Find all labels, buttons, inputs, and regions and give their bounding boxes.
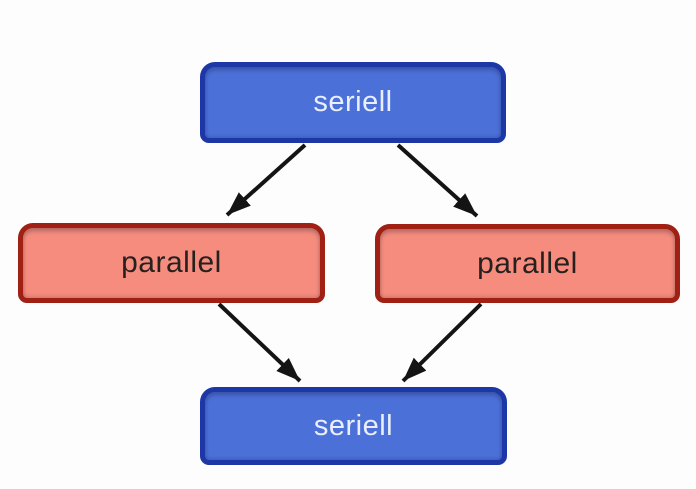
node-parallel-left: parallel: [18, 223, 325, 303]
node-parallel-right-label: parallel: [477, 246, 578, 280]
arrow-top-to-right: [396, 143, 479, 218]
node-parallel-left-label: parallel: [121, 246, 222, 279]
node-seriell-bottom-label: seriell: [313, 409, 394, 442]
node-seriell-bottom: seriell: [200, 387, 507, 465]
arrow-left-to-bottom: [217, 302, 302, 383]
node-seriell-top-label: seriell: [313, 86, 393, 118]
node-parallel-right: parallel: [375, 224, 680, 303]
arrow-right-to-bottom: [401, 302, 483, 383]
node-seriell-top: seriell: [200, 62, 506, 143]
arrow-top-to-left: [225, 143, 307, 217]
